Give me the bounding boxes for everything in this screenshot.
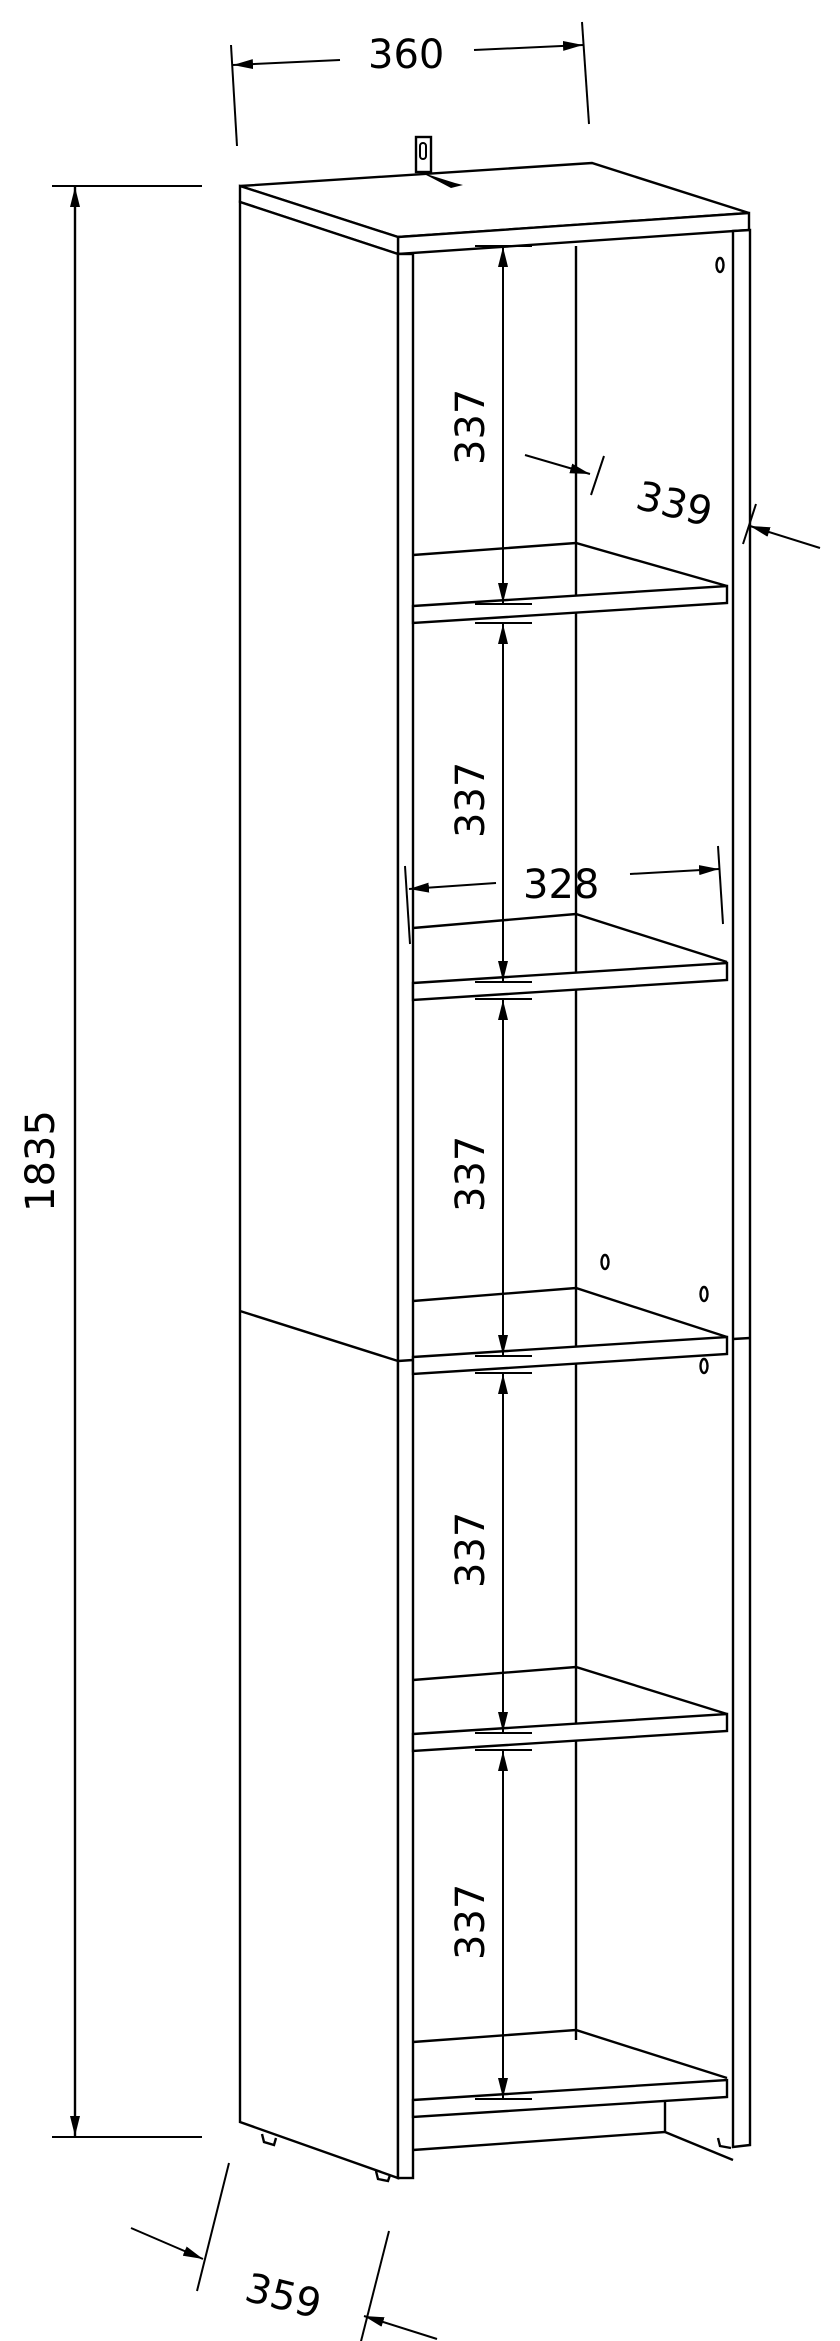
dimension-compartment-heights: 337 337 337 337 337 <box>448 245 532 2100</box>
shelf-5 <box>411 2028 729 2119</box>
width-label: 360 <box>368 32 444 78</box>
shelf-4 <box>411 1665 729 1753</box>
depth-339-label: 339 <box>632 473 717 536</box>
dimension-depth-359: 359 <box>130 2162 438 2341</box>
compartment-2-label: 337 <box>448 762 494 838</box>
wall-bracket <box>414 135 463 188</box>
shelf-3 <box>411 1286 729 1376</box>
left-panel-front-edge <box>396 252 415 2180</box>
dimension-depth-339: 339 <box>524 454 821 549</box>
compartment-4-label: 337 <box>448 1512 494 1588</box>
compartment-5-label: 337 <box>448 1884 494 1960</box>
plinth <box>412 2100 734 2162</box>
depth-359-label: 359 <box>241 2265 326 2328</box>
right-panel-front-edge <box>731 228 752 2149</box>
right-panel-split <box>732 1336 751 1341</box>
compartment-1-label: 337 <box>448 389 494 465</box>
left-panel-split <box>397 1358 414 1363</box>
inner-width-label: 328 <box>523 862 599 908</box>
cam-holes <box>600 256 725 1375</box>
shelf-2 <box>411 912 729 1002</box>
dimension-inner-width-328: 328 <box>404 845 724 945</box>
feet <box>260 2133 732 2183</box>
side-panel-split <box>239 1309 399 1363</box>
left-side-panel <box>238 200 400 2180</box>
height-label: 1835 <box>18 1110 64 1212</box>
cabinet-body <box>238 135 752 2183</box>
dimension-width-360: 360 <box>230 21 590 147</box>
shelf-1 <box>411 541 729 625</box>
dimension-height-1835: 1835 <box>18 185 202 2138</box>
compartment-3-label: 337 <box>448 1136 494 1212</box>
